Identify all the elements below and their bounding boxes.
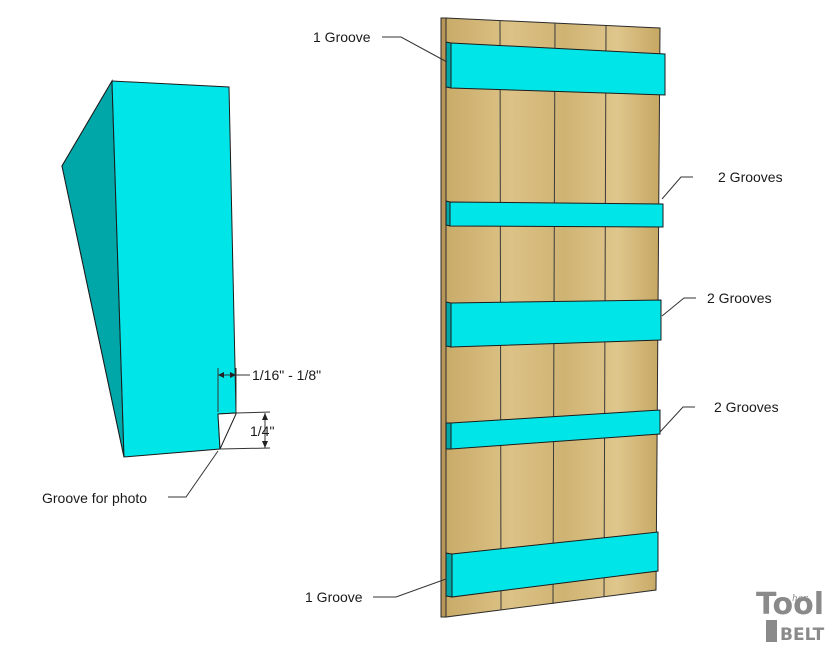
board-edge xyxy=(440,17,447,618)
groove-top-extension xyxy=(235,411,271,414)
logo-word-belt: BELT xyxy=(780,625,825,645)
label-leader-1 xyxy=(382,36,448,63)
label-batten-4: 2 Grooves xyxy=(714,399,779,415)
logo-bolt-icon xyxy=(766,620,777,642)
groove-callout-text: Groove for photo xyxy=(42,490,147,506)
groove-notch xyxy=(217,412,237,450)
gap-arrow-icon xyxy=(230,372,236,378)
batten-4 xyxy=(445,409,661,450)
depth-dimension-text: 1/4" xyxy=(250,423,274,439)
batten-1 xyxy=(445,41,666,96)
batten-2 xyxy=(445,200,664,228)
label-batten-3: 2 Grooves xyxy=(707,290,772,306)
batten-5 xyxy=(445,531,659,598)
label-leader-2 xyxy=(661,176,693,200)
label-leader-3 xyxy=(661,297,696,317)
board-drawing: 1 Groove 2 Grooves 2 Grooves 2 Grooves 1… xyxy=(305,17,783,618)
label-batten-2: 2 Grooves xyxy=(718,169,783,185)
gap-dimension-text: 1/16" - 1/8" xyxy=(252,367,321,383)
block-drawing: 1/16" - 1/8" 1/4" Groove for photo xyxy=(42,79,321,506)
her-tool-belt-logo: Tool her BELT xyxy=(756,587,825,645)
groove-callout-leader xyxy=(168,450,219,498)
label-leader-4 xyxy=(659,406,695,433)
depth-arrow-icon xyxy=(262,413,268,420)
label-batten-5: 1 Groove xyxy=(305,589,363,605)
logo-word-tool: Tool xyxy=(756,587,824,622)
depth-arrow-icon xyxy=(262,441,268,448)
groove-bottom-extension xyxy=(219,447,271,450)
logo-word-her: her xyxy=(792,594,808,604)
gap-arrow-icon xyxy=(218,372,224,378)
label-leader-5 xyxy=(373,578,447,598)
block-front-face xyxy=(111,80,237,458)
label-batten-1: 1 Groove xyxy=(313,29,371,45)
batten-3 xyxy=(445,299,662,348)
